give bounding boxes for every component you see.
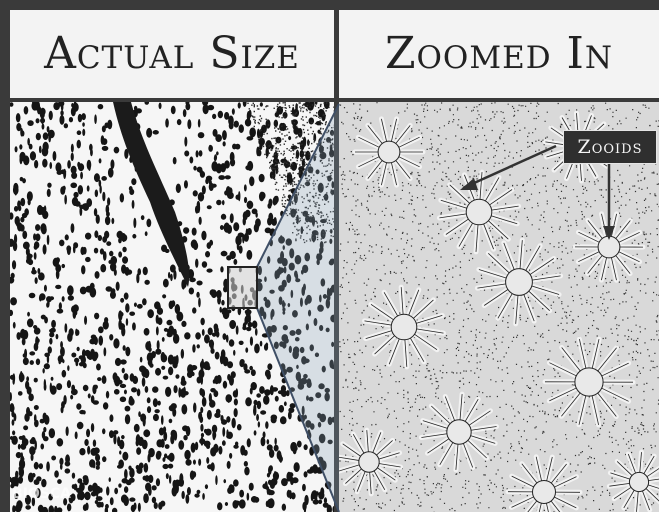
header-zoomed-in-label: Zoomed In [385, 32, 613, 76]
zooid [365, 287, 444, 367]
watermark: BIOSCA [12, 486, 71, 502]
zooid [421, 394, 496, 470]
header-zoomed-in: Zoomed In [339, 10, 659, 98]
colony-dots [10, 102, 334, 512]
actual-size-panel [10, 102, 334, 512]
colony-texture [10, 102, 334, 512]
zooids-label: Zooids [563, 130, 657, 164]
zooid [439, 172, 518, 252]
zooid [575, 214, 643, 280]
header-actual-size-label: Actual Size [44, 32, 300, 76]
zooid [355, 119, 423, 185]
zooid [609, 452, 659, 512]
header-actual-size: Actual Size [10, 10, 334, 98]
